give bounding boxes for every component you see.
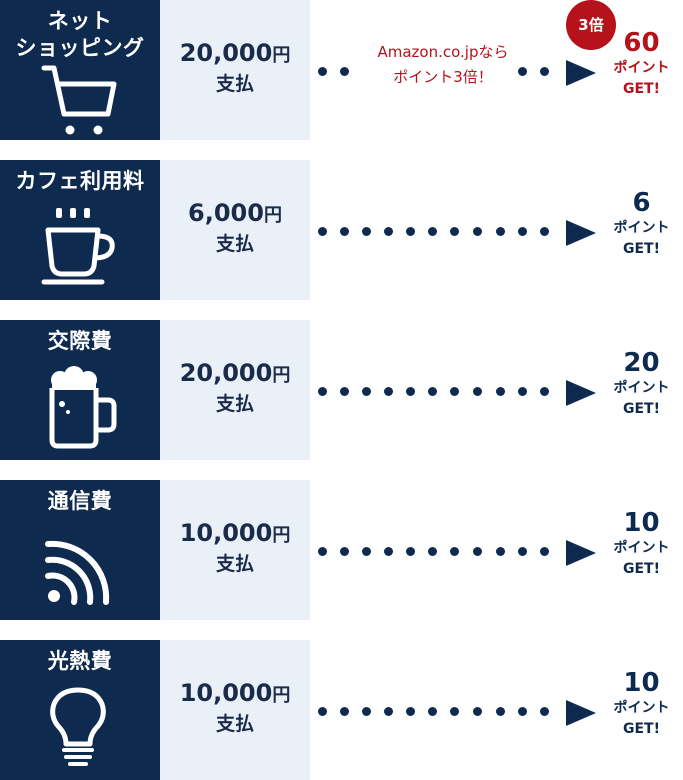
coffee-cup-icon [41, 208, 115, 285]
wifi-signal-icon [45, 540, 110, 605]
points-earned: 6 ポイント GET! [600, 188, 683, 260]
payment-label: 支払 [215, 713, 254, 735]
points-value: 20 [623, 348, 660, 378]
triple-points-badge: 3倍 [566, 0, 616, 50]
flow-arrow [318, 700, 603, 726]
amount-panel: 20,000円 支払 [160, 0, 310, 140]
category-panel: カフェ利用料 [0, 160, 160, 300]
amount-value: 10,000 [179, 519, 273, 547]
points-value: 10 [623, 668, 660, 698]
amount-panel: 6,000円 支払 [160, 160, 310, 300]
category-panel: 光熱費 [0, 640, 160, 780]
payment-label: 支払 [215, 73, 254, 95]
flow-arrow [318, 540, 603, 566]
category-label: 通信費 [47, 489, 113, 513]
points-earned: 10 ポイント GET! [600, 508, 683, 580]
category-panel: 交際費 [0, 320, 160, 460]
points-get-label: GET! [623, 401, 660, 417]
arrow-head-icon [566, 700, 596, 726]
shopping-cart-icon [41, 65, 117, 135]
category-panel: ネット ショッピング [0, 0, 160, 140]
category-label: 光熱費 [47, 649, 113, 673]
points-row-social: 交際費 20,000円 支払 20 ポイント GET! [0, 320, 683, 460]
points-unit: ポイント [613, 220, 670, 236]
arrow-head-icon [566, 380, 596, 406]
amount-panel: 20,000円 支払 [160, 320, 310, 460]
points-value: 60 [623, 28, 660, 58]
flow-arrow [318, 220, 603, 246]
points-unit: ポイント [613, 700, 670, 716]
points-unit: ポイント [613, 540, 670, 556]
points-value: 10 [623, 508, 660, 538]
points-get-label: GET! [623, 241, 660, 257]
points-get-label: GET! [623, 561, 660, 577]
points-row-utilities: 光熱費 10,000円 支払 10 ポイント GET! [0, 640, 683, 780]
amount-panel: 10,000円 支払 [160, 480, 310, 620]
arrow-head-icon [566, 60, 596, 86]
amount-panel: 10,000円 支払 [160, 640, 310, 780]
amount-unit: 円 [272, 365, 291, 386]
amount-value: 20,000 [179, 359, 273, 387]
category-label: カフェ利用料 [15, 169, 145, 193]
points-unit: ポイント [613, 60, 670, 76]
flow-arrow [318, 380, 603, 406]
points-get-label: GET! [623, 721, 660, 737]
light-bulb-icon [50, 687, 106, 766]
points-unit: ポイント [613, 380, 670, 396]
points-row-cafe: カフェ利用料 6,000円 支払 6 ポイント GET! [0, 160, 683, 300]
points-row-net-shopping: ネット ショッピング 20,000円 支払 Amazon.co.jpなら ポイン… [0, 0, 683, 140]
category-panel: 通信費 [0, 480, 160, 620]
points-row-communication: 通信費 10,000円 支払 10 ポイント GET! [0, 480, 683, 620]
payment-label: 支払 [215, 393, 254, 415]
amount-value: 6,000 [188, 199, 264, 227]
amount-unit: 円 [272, 685, 291, 706]
amount-value: 20,000 [179, 39, 273, 67]
payment-label: 支払 [215, 233, 254, 255]
arrow-head-icon [566, 540, 596, 566]
arrow-head-icon [566, 220, 596, 246]
points-earned: 60 ポイント GET! [600, 28, 683, 100]
points-earned: 20 ポイント GET! [600, 348, 683, 420]
category-label: 交際費 [47, 329, 113, 353]
points-get-label: GET! [623, 81, 660, 97]
beer-mug-icon [49, 366, 117, 449]
amount-unit: 円 [272, 525, 291, 546]
flow-arrow [318, 60, 603, 86]
amount-unit: 円 [263, 205, 282, 226]
points-earned: 10 ポイント GET! [600, 668, 683, 740]
amazon-bonus-note: Amazon.co.jpなら ポイント3倍！ [377, 43, 509, 86]
amount-unit: 円 [272, 45, 291, 66]
points-value: 6 [632, 188, 651, 218]
payment-label: 支払 [215, 553, 254, 575]
category-label: ネット ショッピング [15, 9, 145, 60]
amount-value: 10,000 [179, 679, 273, 707]
